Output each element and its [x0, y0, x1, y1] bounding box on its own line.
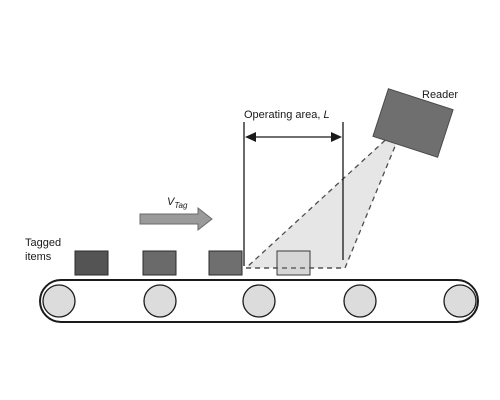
operating-area-symbol: L — [324, 109, 330, 121]
roller — [443, 284, 477, 318]
conveyor-belt — [39, 279, 479, 323]
reader-label: Reader — [422, 89, 458, 101]
roller — [42, 284, 76, 318]
velocity-label: VTag — [167, 196, 188, 210]
tagged-item-in-operating-area — [276, 250, 311, 276]
tagged-item — [208, 250, 243, 276]
tagged-items-label-line1: Tagged — [25, 237, 61, 249]
velocity-symbol: V — [167, 196, 176, 208]
reader-beam — [244, 121, 406, 269]
velocity-arrow — [139, 206, 213, 232]
tagged-items-label-line2: items — [25, 251, 52, 263]
tagged-item — [74, 250, 109, 276]
operating-area-left-arrowhead — [245, 132, 256, 142]
tagged-item — [142, 250, 177, 276]
tagged-items-label: Tagged items — [25, 237, 64, 263]
velocity-subscript: Tag — [174, 201, 188, 210]
operating-area-marker: Operating area, L — [243, 109, 344, 266]
operating-area-text: Operating area, — [244, 109, 324, 121]
velocity-indicator: VTag — [139, 196, 213, 232]
roller — [242, 284, 276, 318]
operating-area-label: Operating area, L — [244, 109, 330, 121]
roller — [143, 284, 177, 318]
reader: Reader — [372, 88, 458, 158]
roller — [343, 284, 377, 318]
operating-area-right-arrowhead — [331, 132, 342, 142]
reader-box — [372, 88, 454, 158]
